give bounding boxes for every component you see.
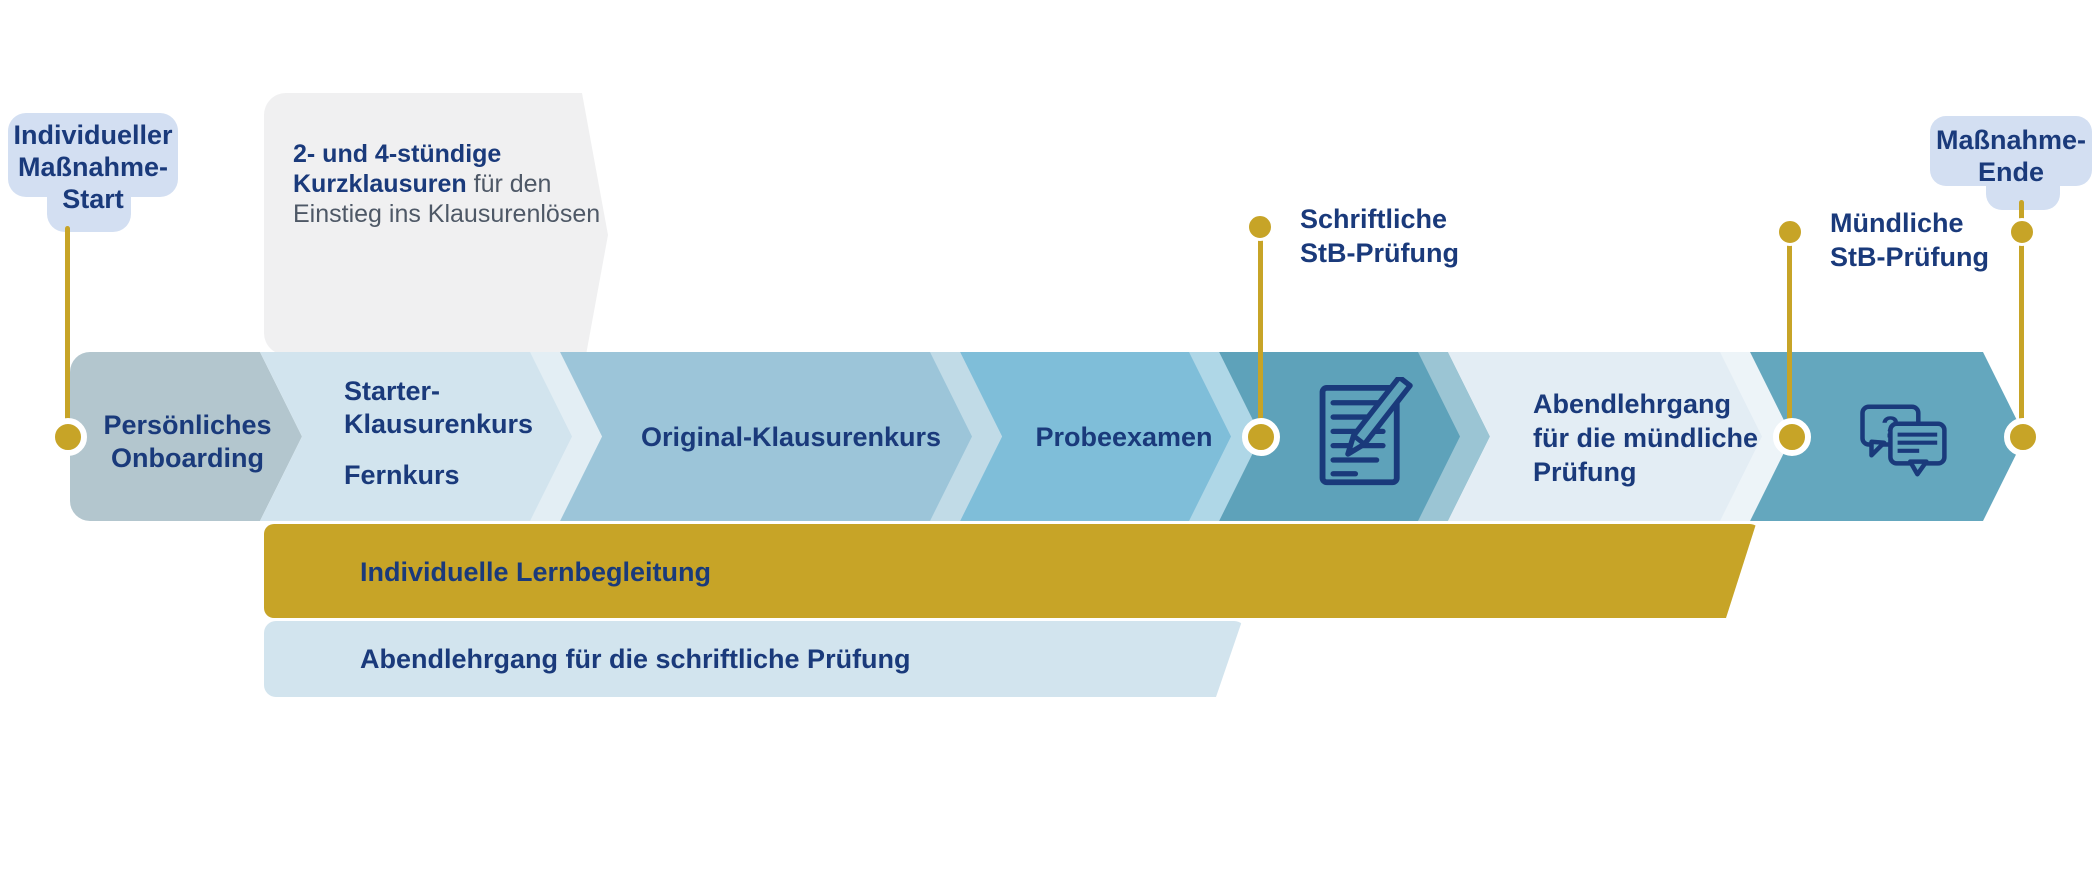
segment-original-klausurenkurs bbox=[560, 352, 1002, 521]
info-line2-regular: für den bbox=[466, 170, 552, 198]
onboarding-line1: Persönliches bbox=[103, 410, 272, 440]
abendlehrgang-line2: für die mündliche bbox=[1533, 423, 1759, 453]
info-line1-bold: 2- und 4-stündige bbox=[293, 140, 502, 168]
lernbegleitung-bar bbox=[264, 524, 1756, 618]
original-klausurenkurs-label: Original-Klausurenkurs bbox=[640, 422, 942, 452]
written-line2: StB-Prüfung bbox=[1300, 238, 1459, 268]
oral-exam-connector-line bbox=[1787, 232, 1792, 437]
end-callout-label: Maßnahme- Ende bbox=[1922, 124, 2100, 188]
end-connector-line bbox=[2019, 200, 2024, 437]
abendlehrgang-muendlich-label: Abendlehrgang für die mündliche Prüfung bbox=[1533, 387, 1758, 489]
end-band-dot bbox=[2004, 418, 2042, 456]
exam-writing-icon bbox=[1313, 374, 1419, 491]
onboarding-label: Persönliches Onboarding bbox=[70, 409, 305, 475]
oral-exam-band-dot bbox=[1773, 418, 1811, 456]
written-exam-top-dot bbox=[1246, 213, 1274, 241]
probeexamen-label: Probeexamen bbox=[1035, 422, 1213, 452]
onboarding-line2: Onboarding bbox=[111, 443, 264, 473]
info-line3: Einstieg ins Klausurenlösen bbox=[293, 200, 601, 228]
end-callout-line2: Ende bbox=[1977, 157, 2044, 187]
starter-line1: Starter- bbox=[344, 376, 441, 406]
lernbegleitung-label: Individuelle Lernbegleitung bbox=[360, 557, 712, 587]
schriftliche-pruefung-label: Schriftliche StB-Prüfung bbox=[1300, 202, 1459, 270]
segment-persoenliches-onboarding bbox=[70, 352, 302, 521]
written-exam-band-dot bbox=[1242, 418, 1280, 456]
oral-line1: Mündliche bbox=[1830, 208, 1964, 238]
abendlehrgang-line1: Abendlehrgang bbox=[1533, 389, 1732, 419]
starter-line2: Klausurenkurs bbox=[344, 409, 534, 439]
written-line1: Schriftliche bbox=[1300, 204, 1448, 234]
written-exam-connector-line bbox=[1258, 227, 1263, 437]
segment-probeexamen bbox=[960, 352, 1261, 521]
kurzklausuren-info-box bbox=[264, 93, 608, 355]
discussion-icon: ? bbox=[1858, 402, 1948, 478]
abendlehrgang-schriftlich-bar bbox=[264, 621, 1242, 697]
start-callout-line2: Maßnahme- bbox=[17, 152, 169, 182]
fernkurs-label: Fernkurs bbox=[344, 460, 460, 490]
kurzklausuren-info-text: 2- und 4-stündige Kurzklausuren für den … bbox=[293, 139, 603, 229]
start-callout-tail bbox=[47, 168, 131, 232]
start-milestone-dot bbox=[49, 418, 87, 456]
info-line2-bold: Kurzklausuren bbox=[293, 170, 467, 198]
abendlehrgang-line3: Prüfung bbox=[1533, 457, 1637, 487]
start-connector-line bbox=[65, 226, 70, 437]
oral-exam-top-dot bbox=[1776, 218, 1804, 246]
segment-starter-klausurenkurs bbox=[260, 352, 602, 521]
end-top-dot bbox=[2008, 218, 2036, 246]
start-callout-line1: Individueller bbox=[13, 120, 173, 150]
end-callout-line1: Maßnahme- bbox=[1935, 125, 2087, 155]
start-callout-label: Individueller Maßnahme- Start bbox=[0, 119, 190, 215]
starter-klausurenkurs-label: Starter- Klausurenkurs bbox=[344, 375, 533, 441]
abendlehrgang-schriftlich-label: Abendlehrgang für die schriftliche Prüfu… bbox=[360, 644, 911, 674]
start-callout-line3: Start bbox=[62, 184, 124, 214]
oral-line2: StB-Prüfung bbox=[1830, 242, 1989, 272]
muendliche-pruefung-label: Mündliche StB-Prüfung bbox=[1830, 206, 1989, 274]
segment-abendlehrgang-muendlich bbox=[1448, 352, 1792, 521]
